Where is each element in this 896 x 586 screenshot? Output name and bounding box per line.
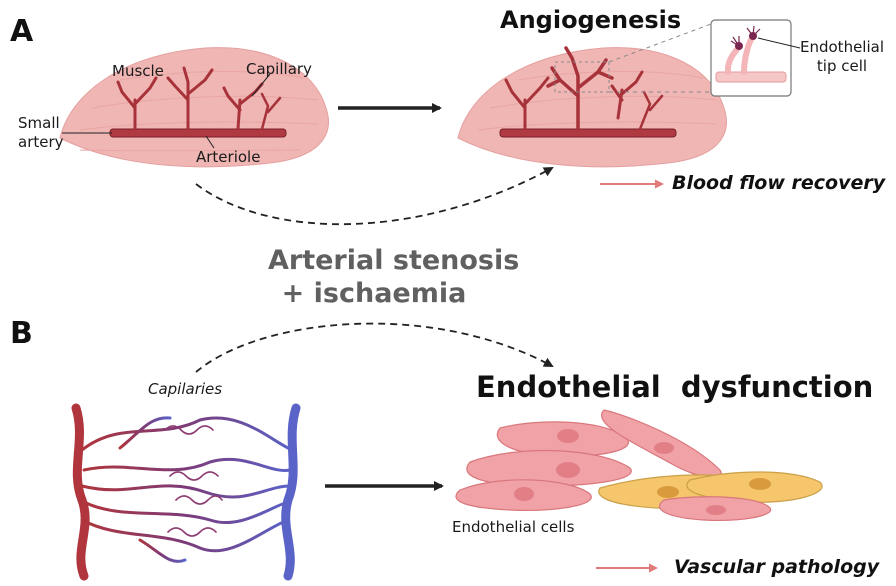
endothelial-dysfunction-title: Endothelial dysfunction (476, 370, 874, 404)
stenosis-line-2: + ischaemia (281, 278, 467, 309)
leader-lines-left (62, 73, 271, 149)
muscle-label: Muscle (112, 62, 164, 80)
vascular-pathology-label: Vascular pathology (674, 556, 880, 578)
endothelial-cells (455, 409, 823, 521)
angiogenesis-title: Angiogenesis (500, 6, 682, 34)
dashed-arrow-bottom (195, 322, 554, 373)
capillaries-label: Capilaries (148, 380, 223, 398)
vessels-left (109, 66, 287, 138)
small-artery-label: Small artery (18, 114, 64, 151)
tip-cell-label: Endothelial tip cell (800, 38, 884, 75)
blood-flow-recovery-label: Blood flow recovery (672, 172, 886, 194)
panel-b-label: B (10, 316, 33, 351)
stenosis-line-1: Arterial stenosis (268, 245, 520, 276)
muscle-right (457, 47, 727, 168)
stenosis-label: Arterial stenosis + ischaemia (268, 244, 520, 310)
zoom-inset (554, 19, 801, 97)
capillary-network (71, 403, 301, 581)
panel-a-label: A (10, 14, 34, 49)
capillary-label: Capillary (246, 60, 312, 78)
endothelial-cells-label: Endothelial cells (452, 518, 575, 536)
vessels-right (499, 46, 677, 138)
dashed-arrow-top (195, 167, 554, 226)
arteriole-label: Arteriole (196, 148, 261, 166)
